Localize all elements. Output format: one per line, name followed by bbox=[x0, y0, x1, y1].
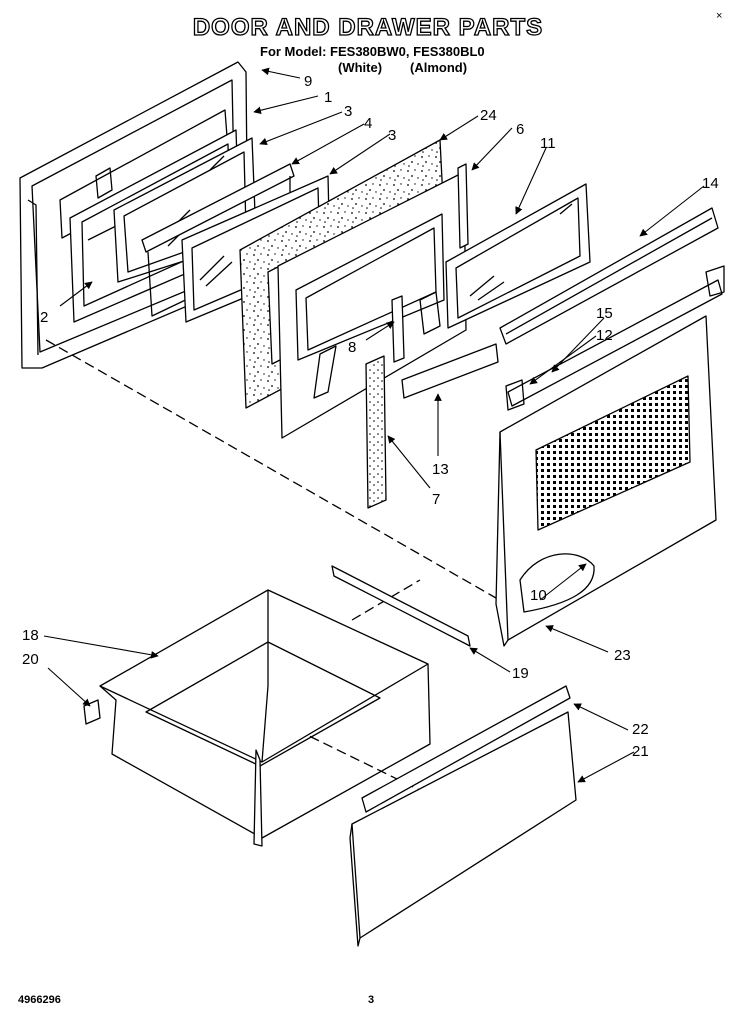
model-line: For Model: FES380BW0, FES380BL0 bbox=[260, 44, 485, 59]
color-almond-label: (Almond) bbox=[410, 60, 468, 75]
page-title: DOOR AND DRAWER PARTS bbox=[192, 13, 544, 41]
callout-12: 12 bbox=[596, 327, 613, 344]
callout-11: 11 bbox=[540, 135, 556, 152]
callout-8: 8 bbox=[348, 339, 356, 356]
callout-9: 9 bbox=[304, 73, 312, 90]
callout-18: 18 bbox=[22, 627, 39, 644]
callout-20: 20 bbox=[22, 651, 39, 668]
door-handle bbox=[505, 265, 725, 411]
thin-strip bbox=[401, 343, 499, 399]
vertical-strip bbox=[365, 355, 387, 509]
page-number: 3 bbox=[368, 994, 375, 1006]
callout-10: 10 bbox=[530, 587, 547, 604]
callout-2: 2 bbox=[40, 309, 48, 326]
side-bracket bbox=[457, 163, 469, 249]
callout-14: 14 bbox=[702, 175, 719, 192]
callout-3a: 3 bbox=[344, 103, 352, 120]
callout-1: 1 bbox=[324, 89, 332, 106]
document-number: 4966296 bbox=[18, 994, 61, 1006]
drawer-body bbox=[99, 589, 431, 847]
outer-glass-pane bbox=[445, 183, 591, 329]
callout-24: 24 bbox=[480, 107, 497, 124]
callout-15: 15 bbox=[596, 305, 613, 322]
callout-13: 13 bbox=[432, 461, 449, 478]
callout-22: 22 bbox=[632, 721, 649, 738]
outer-door-panel bbox=[495, 315, 717, 647]
callout-4: 4 bbox=[364, 115, 372, 132]
color-white-label: (White) bbox=[338, 60, 383, 75]
callout-21: 21 bbox=[632, 743, 649, 760]
drawer-rail bbox=[331, 565, 471, 647]
callout-6: 6 bbox=[516, 121, 524, 138]
drawer-clip bbox=[83, 699, 101, 725]
drawer-front bbox=[349, 711, 577, 947]
drawer-trim bbox=[361, 685, 571, 813]
leader-lines bbox=[43, 67, 705, 783]
hinge-bracket bbox=[391, 295, 405, 363]
door-trim bbox=[499, 207, 719, 345]
callout-19: 19 bbox=[512, 665, 529, 682]
callout-7: 7 bbox=[432, 491, 440, 508]
callout-23: 23 bbox=[614, 647, 631, 664]
callout-labels: 9 1 3 4 3 24 6 11 14 2 15 12 8 13 7 10 2… bbox=[22, 73, 719, 760]
inner-door-panel bbox=[277, 171, 467, 439]
corner-mark: × bbox=[716, 10, 723, 22]
callout-3b: 3 bbox=[388, 127, 396, 144]
